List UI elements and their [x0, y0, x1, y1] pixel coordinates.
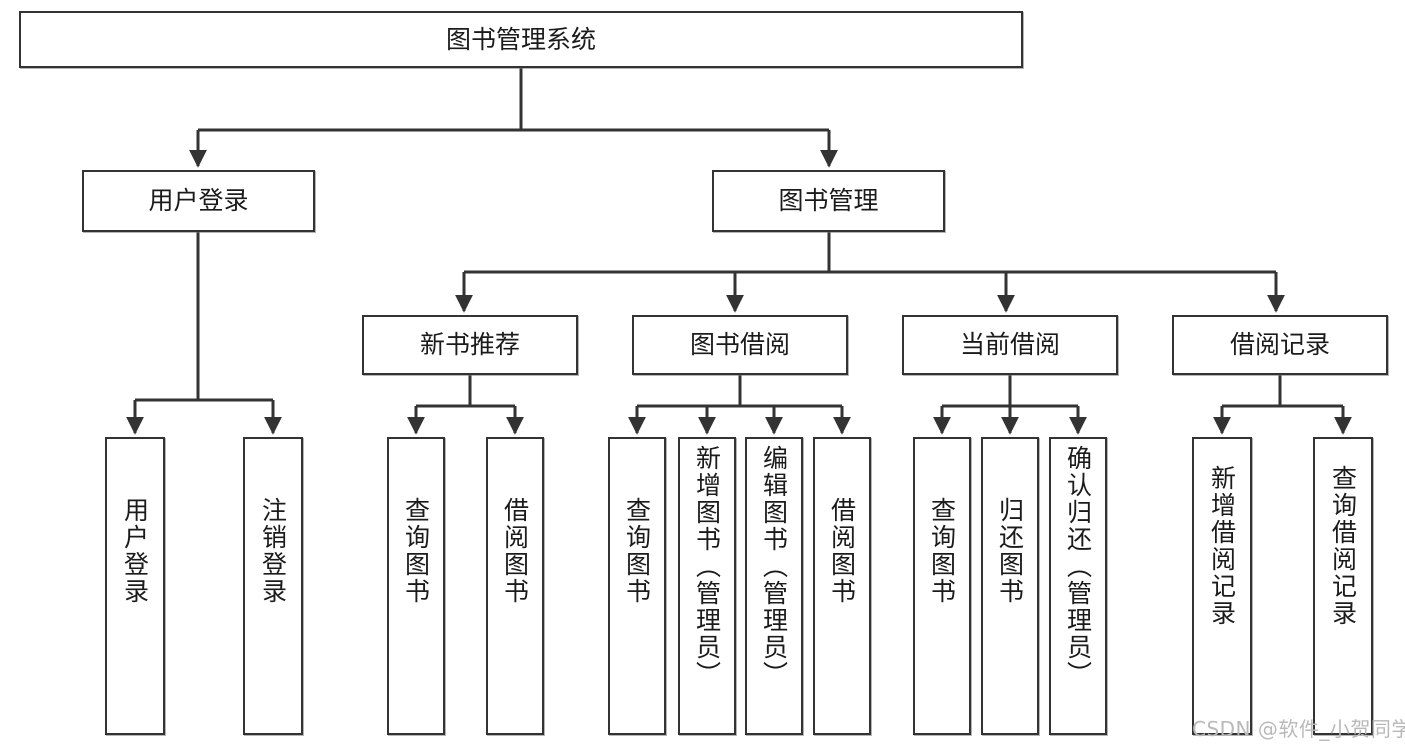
node-new-book-rec[interactable]: 新书推荐 — [362, 315, 578, 375]
edge-newbookrec-to-leaves — [407, 375, 524, 435]
edge-root-to-level2 — [189, 68, 838, 168]
node-book-borrow[interactable]: 图书借阅 — [632, 315, 848, 375]
edge-currentborrow-to-leaves — [933, 375, 1087, 435]
node-leaf-query-book-cur-label: 查询图书 — [927, 497, 957, 605]
node-root[interactable]: 图书管理系统 — [19, 11, 1023, 68]
node-leaf-confirm-return-label: 确认归还（管理员） — [1063, 445, 1093, 688]
node-leaf-query-book-borrow-label: 查询图书 — [622, 497, 652, 605]
node-new-book-rec-label: 新书推荐 — [419, 330, 520, 360]
node-leaf-logout[interactable]: 注销登录 — [243, 437, 303, 735]
node-leaf-borrow-book[interactable]: 借阅图书 — [813, 437, 871, 735]
node-leaf-borrow-book-label: 借阅图书 — [827, 497, 857, 605]
node-leaf-logout-label: 注销登录 — [258, 497, 288, 605]
edge-bookmanage-to-level3 — [455, 232, 1285, 313]
node-user-login-label: 用户登录 — [148, 186, 249, 216]
node-book-borrow-label: 图书借阅 — [689, 330, 790, 360]
node-borrow-record-label: 借阅记录 — [1229, 330, 1330, 360]
node-leaf-add-record-label: 新增借阅记录 — [1207, 465, 1237, 627]
node-leaf-user-login-label: 用户登录 — [120, 497, 150, 605]
node-leaf-borrow-book-rec-label: 借阅图书 — [500, 497, 530, 605]
node-leaf-add-record[interactable]: 新增借阅记录 — [1192, 437, 1252, 735]
node-leaf-user-login[interactable]: 用户登录 — [105, 437, 165, 735]
node-leaf-return-book[interactable]: 归还图书 — [981, 437, 1039, 735]
node-book-manage[interactable]: 图书管理 — [712, 170, 945, 232]
node-leaf-query-book-borrow[interactable]: 查询图书 — [608, 437, 666, 735]
node-root-label: 图书管理系统 — [445, 24, 596, 54]
edge-bookborrow-to-leaves — [628, 375, 851, 435]
edge-userlogin-to-leaves — [126, 232, 282, 435]
node-leaf-query-book-rec[interactable]: 查询图书 — [387, 437, 445, 735]
node-leaf-edit-book[interactable]: 编辑图书（管理员） — [745, 437, 803, 735]
node-user-login[interactable]: 用户登录 — [82, 170, 315, 232]
node-current-borrow[interactable]: 当前借阅 — [902, 315, 1118, 375]
node-leaf-confirm-return[interactable]: 确认归还（管理员） — [1049, 437, 1107, 735]
node-book-manage-label: 图书管理 — [778, 186, 879, 216]
csdn-watermark: CSDN @软件_小贺同学 — [1192, 717, 1405, 741]
node-leaf-query-book-cur[interactable]: 查询图书 — [913, 437, 971, 735]
node-current-borrow-label: 当前借阅 — [959, 330, 1060, 360]
node-leaf-edit-book-label: 编辑图书（管理员） — [759, 445, 789, 688]
node-leaf-borrow-book-rec[interactable]: 借阅图书 — [486, 437, 544, 735]
node-borrow-record[interactable]: 借阅记录 — [1172, 315, 1388, 375]
node-leaf-query-record[interactable]: 查询借阅记录 — [1313, 437, 1373, 735]
edge-borrowrecord-to-leaves — [1213, 375, 1352, 435]
node-leaf-query-record-label: 查询借阅记录 — [1328, 465, 1358, 627]
node-leaf-return-book-label: 归还图书 — [995, 497, 1025, 605]
node-leaf-add-book-label: 新增图书（管理员） — [692, 445, 722, 688]
node-leaf-add-book[interactable]: 新增图书（管理员） — [678, 437, 736, 735]
node-leaf-query-book-rec-label: 查询图书 — [401, 497, 431, 605]
